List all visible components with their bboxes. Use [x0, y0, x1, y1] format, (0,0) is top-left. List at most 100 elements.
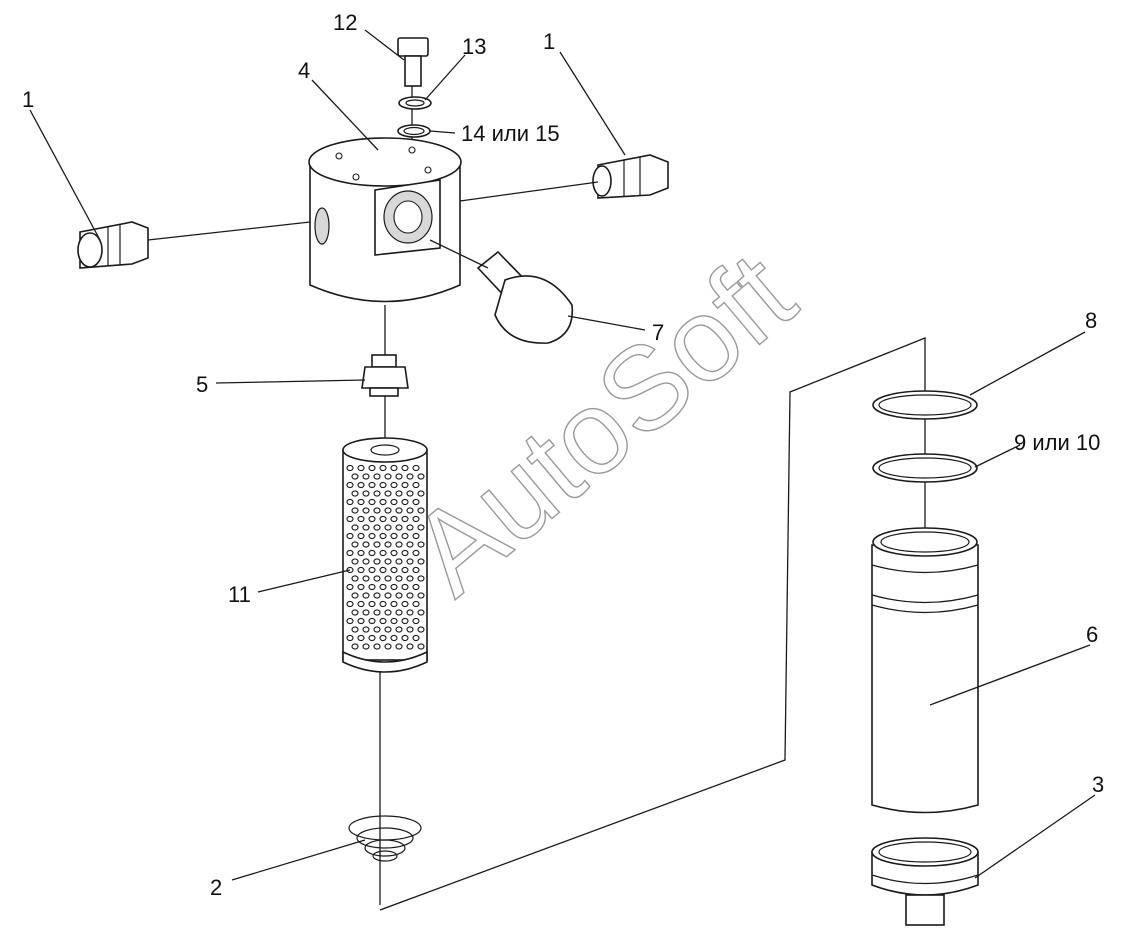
perforation-hole [401, 634, 409, 642]
perforation-hole [346, 583, 354, 591]
perforation-hole [373, 575, 381, 582]
perforation-hole [368, 566, 376, 574]
label-part-3: 3 [1092, 772, 1104, 797]
perforation-hole [362, 541, 370, 548]
perforation-hole [401, 600, 409, 608]
perforation-hole [417, 626, 425, 633]
label-part-1-right: 1 [543, 29, 555, 54]
perforation-hole [362, 490, 370, 497]
perforation-hole [368, 617, 376, 625]
perforation-hole [373, 524, 381, 531]
perforation-hole [417, 507, 425, 514]
perforation-hole [357, 600, 365, 608]
perforation-hole [384, 473, 392, 480]
perforation-hole [362, 643, 370, 650]
perforation-hole [379, 515, 387, 523]
perforation-hole [401, 464, 409, 472]
perforation-hole [390, 515, 398, 523]
perforation-hole [346, 532, 354, 540]
perforation-hole [390, 600, 398, 608]
perforation-hole [406, 592, 414, 599]
perforation-hole [384, 558, 392, 565]
label-part-7: 7 [652, 320, 664, 345]
perforation-hole [390, 498, 398, 506]
part-3-drain-cap [871, 837, 979, 926]
perforation-hole [401, 481, 409, 489]
perforation-hole [384, 575, 392, 582]
perforation-hole [373, 473, 381, 480]
perforation-hole [384, 490, 392, 497]
perforation-hole [368, 600, 376, 608]
perforation-hole [395, 592, 403, 599]
perforation-hole [412, 583, 420, 591]
perforation-hole [417, 524, 425, 531]
perforation-hole [401, 532, 409, 540]
perforation-hole [357, 498, 365, 506]
perforation-hole [412, 566, 420, 574]
perforation-hole [384, 541, 392, 548]
perforation-hole [351, 592, 359, 599]
perforation-hole [412, 481, 420, 489]
perforation-hole [390, 566, 398, 574]
perforation-hole [373, 558, 381, 565]
perforation-hole [406, 524, 414, 531]
perforation-hole [346, 515, 354, 523]
perforation-hole [373, 507, 381, 514]
perforation-hole [346, 481, 354, 489]
label-part-12: 12 [333, 10, 357, 35]
perforation-hole [412, 515, 420, 523]
perforation-hole [412, 600, 420, 608]
perforation-hole [395, 490, 403, 497]
part-14-15-washer [397, 124, 431, 138]
perforation-hole [379, 464, 387, 472]
part-5-nipple [361, 354, 409, 445]
perforation-hole [346, 617, 354, 625]
perforation-hole [395, 609, 403, 616]
perforation-hole [351, 507, 359, 514]
perforation-hole [406, 643, 414, 650]
perforation-hole [373, 592, 381, 599]
perforation-hole [395, 626, 403, 633]
leader-lines [29, 29, 1096, 881]
perforation-hole [351, 490, 359, 497]
perforation-hole [395, 575, 403, 582]
label-part-9-10: 9 или 10 [1014, 430, 1100, 455]
perforation-hole [373, 609, 381, 616]
perforation-hole [357, 481, 365, 489]
perforation-hole [417, 609, 425, 616]
part-8-o-ring [872, 390, 978, 420]
perforation-hole [412, 532, 420, 540]
perforation-hole [417, 643, 425, 650]
perforation-hole [379, 583, 387, 591]
perforation-hole [395, 558, 403, 565]
perforation-hole [373, 626, 381, 633]
perforation-hole [406, 473, 414, 480]
part-13-washer [398, 96, 432, 110]
perforation-hole [362, 609, 370, 616]
perforation-hole [368, 532, 376, 540]
perforation-hole [357, 464, 365, 472]
perforation-hole [351, 473, 359, 480]
perforation-hole [368, 634, 376, 642]
perforation-hole [368, 498, 376, 506]
label-part-5: 5 [196, 372, 208, 397]
perforation-hole [362, 507, 370, 514]
perforation-hole [362, 575, 370, 582]
perforation-hole [395, 541, 403, 548]
perforation-hole [406, 558, 414, 565]
perforation-hole [357, 583, 365, 591]
filter-perforations [346, 464, 425, 650]
perforation-hole [379, 532, 387, 540]
perforation-hole [395, 524, 403, 531]
perforation-hole [351, 643, 359, 650]
perforation-hole [346, 464, 354, 472]
part-1-right-fitting [459, 154, 669, 202]
perforation-hole [412, 617, 420, 625]
label-part-2: 2 [210, 875, 222, 900]
perforation-hole [357, 549, 365, 557]
perforation-hole [362, 524, 370, 531]
perforation-hole [379, 498, 387, 506]
part-9-10-o-ring [872, 453, 978, 483]
perforation-hole [395, 643, 403, 650]
